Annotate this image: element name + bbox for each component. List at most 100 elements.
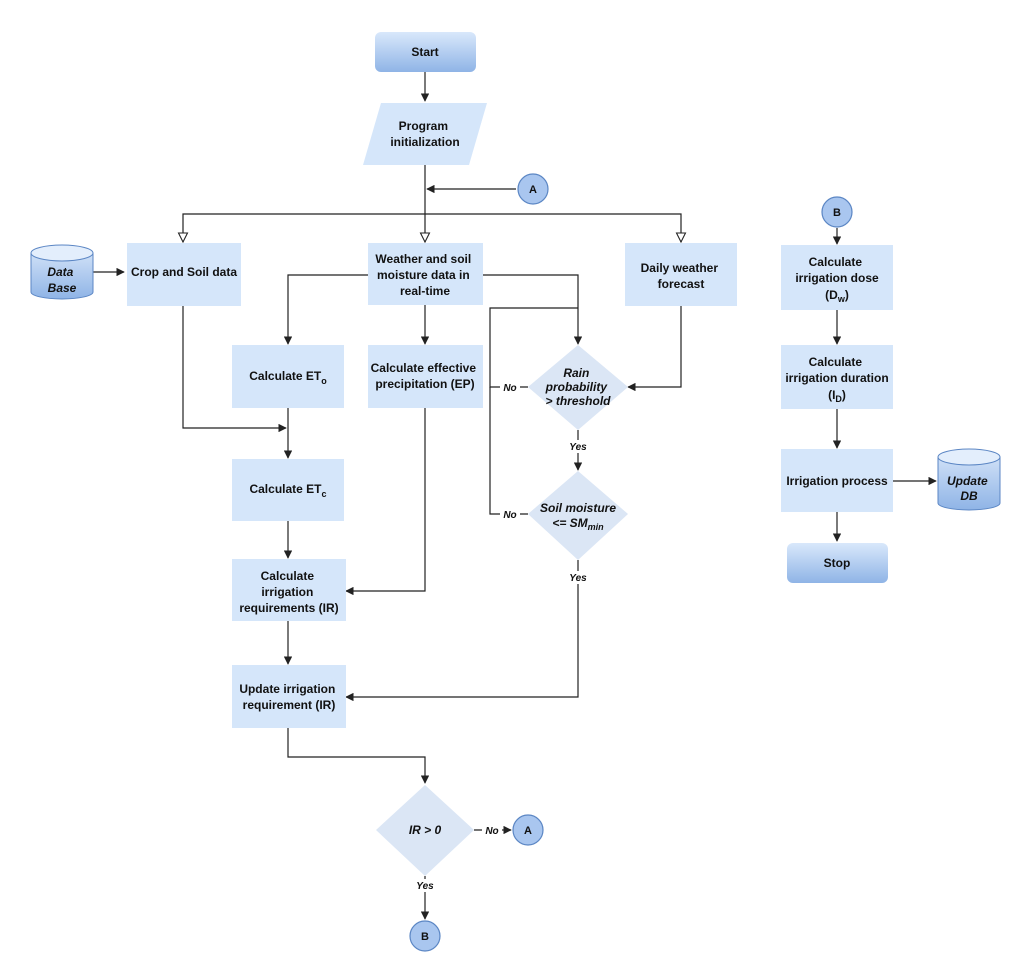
connector-b-top-shape — [821, 196, 853, 228]
weather-realtime-label: Weather and soil moisture data in real-t… — [375, 252, 474, 298]
rain-decision-label: Rain probability > threshold — [545, 366, 612, 408]
forecast-shape — [625, 243, 737, 306]
forecast-label-line-1: Daily weather — [641, 261, 719, 275]
edge-ep-to-ir — [345, 408, 426, 596]
calc-etc-sub: c — [322, 489, 327, 499]
update-db-label: Update DB — [947, 474, 991, 503]
update-db-cylinder: Update DB — [937, 448, 1001, 511]
soil-decision-line-2-sub: min — [588, 522, 605, 532]
soil-decision-shape — [528, 471, 628, 560]
edge-labels: No Yes No Yes No Yes — [414, 380, 590, 892]
connector-b-top-label: B — [833, 207, 841, 219]
calc-dose-line-3-end: ) — [845, 288, 849, 302]
edge-to-daily-forecast — [425, 213, 681, 242]
connector-a-top: A — [517, 173, 549, 205]
ir-decision-label: IR > 0 — [409, 823, 442, 837]
calculate-irrigation-dose: Calculate irrigation dose (Dw) — [781, 245, 893, 310]
update-db-line-2: DB — [960, 489, 978, 503]
calc-dose-line-3-sub: w — [837, 294, 846, 304]
edge-crop-soil-to-join — [182, 306, 287, 433]
calc-dose-line-3: (Dw) — [825, 288, 849, 304]
calculate-etc: Calculate ETc — [232, 459, 344, 521]
soil-decision-label: Soil moisture — [540, 501, 616, 515]
calc-duration-line-3-main: (I — [828, 388, 835, 402]
soil-decision-line-2-main: <= SM — [552, 516, 588, 530]
forecast-label: Daily weather forecast — [641, 261, 722, 291]
start-terminal: Start — [375, 32, 476, 72]
rain-yes-label: Yes — [569, 442, 587, 453]
update-db-body — [937, 457, 1001, 511]
calc-duration-line-3-sub: D — [835, 394, 842, 404]
calc-dose-line-3-main: (D — [825, 288, 838, 302]
connector-b-bottom-label: B — [421, 931, 429, 943]
forecast-label-line-2: forecast — [658, 277, 705, 291]
calc-ir-shape — [232, 559, 346, 621]
init-label-line-2: initialization — [390, 135, 459, 149]
rain-decision-line-1: Rain — [563, 366, 589, 380]
calculate-irrigation-duration: Calculate irrigation duration (ID) — [781, 345, 893, 409]
rain-decision-line-3: > threshold — [545, 394, 611, 408]
update-ir-shape — [232, 665, 346, 728]
connector-a-bottom-label: A — [524, 825, 532, 837]
connector-b-bottom: B — [409, 920, 441, 952]
soil-decision-line-2: <= SMmin — [552, 516, 604, 532]
edge-soil-yes-to-update — [345, 560, 579, 702]
edge-update-to-ir-decision — [287, 728, 430, 784]
weather-realtime-shape — [368, 243, 483, 305]
calc-ep-label: Calculate effective precipitation (EP) — [371, 361, 480, 391]
database-cylinder: Data Base — [30, 244, 94, 300]
rain-no-label: No — [503, 383, 516, 394]
connector-a-bottom: A — [512, 814, 544, 846]
crop-soil-shape — [127, 243, 241, 306]
init-label: Program initialization — [390, 119, 459, 149]
update-ir-line-1: Update irrigation — [239, 682, 335, 696]
calc-dose-line-2: irrigation dose — [795, 271, 879, 285]
update-db-top — [937, 448, 1001, 466]
crop-soil-data: Crop and Soil data — [127, 243, 241, 306]
soil-yes-label: Yes — [569, 573, 587, 584]
init-label-line-1: Program — [399, 119, 448, 133]
edge-weather-to-eto — [283, 274, 368, 345]
weather-realtime-line-3: real-time — [400, 284, 450, 298]
calculate-effective-precipitation: Calculate effective precipitation (EP) — [368, 345, 483, 408]
calc-ep-shape — [368, 345, 483, 408]
edges — [93, 72, 937, 920]
crop-soil-label: Crop and Soil data — [131, 265, 237, 279]
weather-realtime-data: Weather and soil moisture data in real-t… — [368, 243, 483, 305]
connector-a-top-shape — [517, 173, 549, 205]
edge-soil-no-loop — [489, 387, 528, 515]
soil-moisture-decision: Soil moisture <= SMmin — [528, 471, 628, 560]
calculate-eto: Calculate ETo — [232, 345, 344, 408]
connector-b-top: B — [821, 196, 853, 228]
weather-realtime-line-1: Weather and soil — [375, 252, 471, 266]
connector-b-bottom-shape — [409, 920, 441, 952]
start-label: Start — [411, 45, 438, 59]
calc-dose-label: Calculate irrigation dose — [795, 255, 879, 285]
database-top — [30, 244, 94, 262]
database-body — [30, 253, 94, 300]
program-initialization: Program initialization — [363, 103, 487, 165]
daily-weather-forecast: Daily weather forecast — [625, 243, 737, 306]
rain-probability-decision: Rain probability > threshold — [528, 345, 628, 430]
start-shape — [375, 32, 476, 72]
rain-decision-shape — [528, 345, 628, 430]
init-shape — [363, 103, 487, 165]
edge-forecast-to-rain — [627, 306, 682, 392]
irrigation-process: Irrigation process — [781, 449, 893, 512]
calc-dose-line-1: Calculate — [809, 255, 863, 269]
database-label: Data Base — [47, 265, 76, 295]
calc-ir-label: Calculate irrigation requirements (IR) — [239, 569, 338, 615]
calc-duration-line-3: (ID) — [828, 388, 846, 404]
connector-a-top-label: A — [529, 184, 537, 196]
ir-yes-label: Yes — [416, 881, 434, 892]
update-db-line-1: Update — [947, 474, 988, 488]
calc-ir-line-3: requirements (IR) — [239, 601, 338, 615]
calculate-irrigation-requirements: Calculate irrigation requirements (IR) — [232, 559, 346, 621]
calc-ep-line-2: precipitation (EP) — [375, 377, 474, 391]
calc-eto-label: Calculate ETo — [249, 369, 327, 386]
calc-etc-label: Calculate ETc — [249, 482, 326, 499]
calc-etc-shape — [232, 459, 344, 521]
soil-no-label: No — [503, 510, 516, 521]
update-ir-line-2: requirement (IR) — [243, 698, 336, 712]
